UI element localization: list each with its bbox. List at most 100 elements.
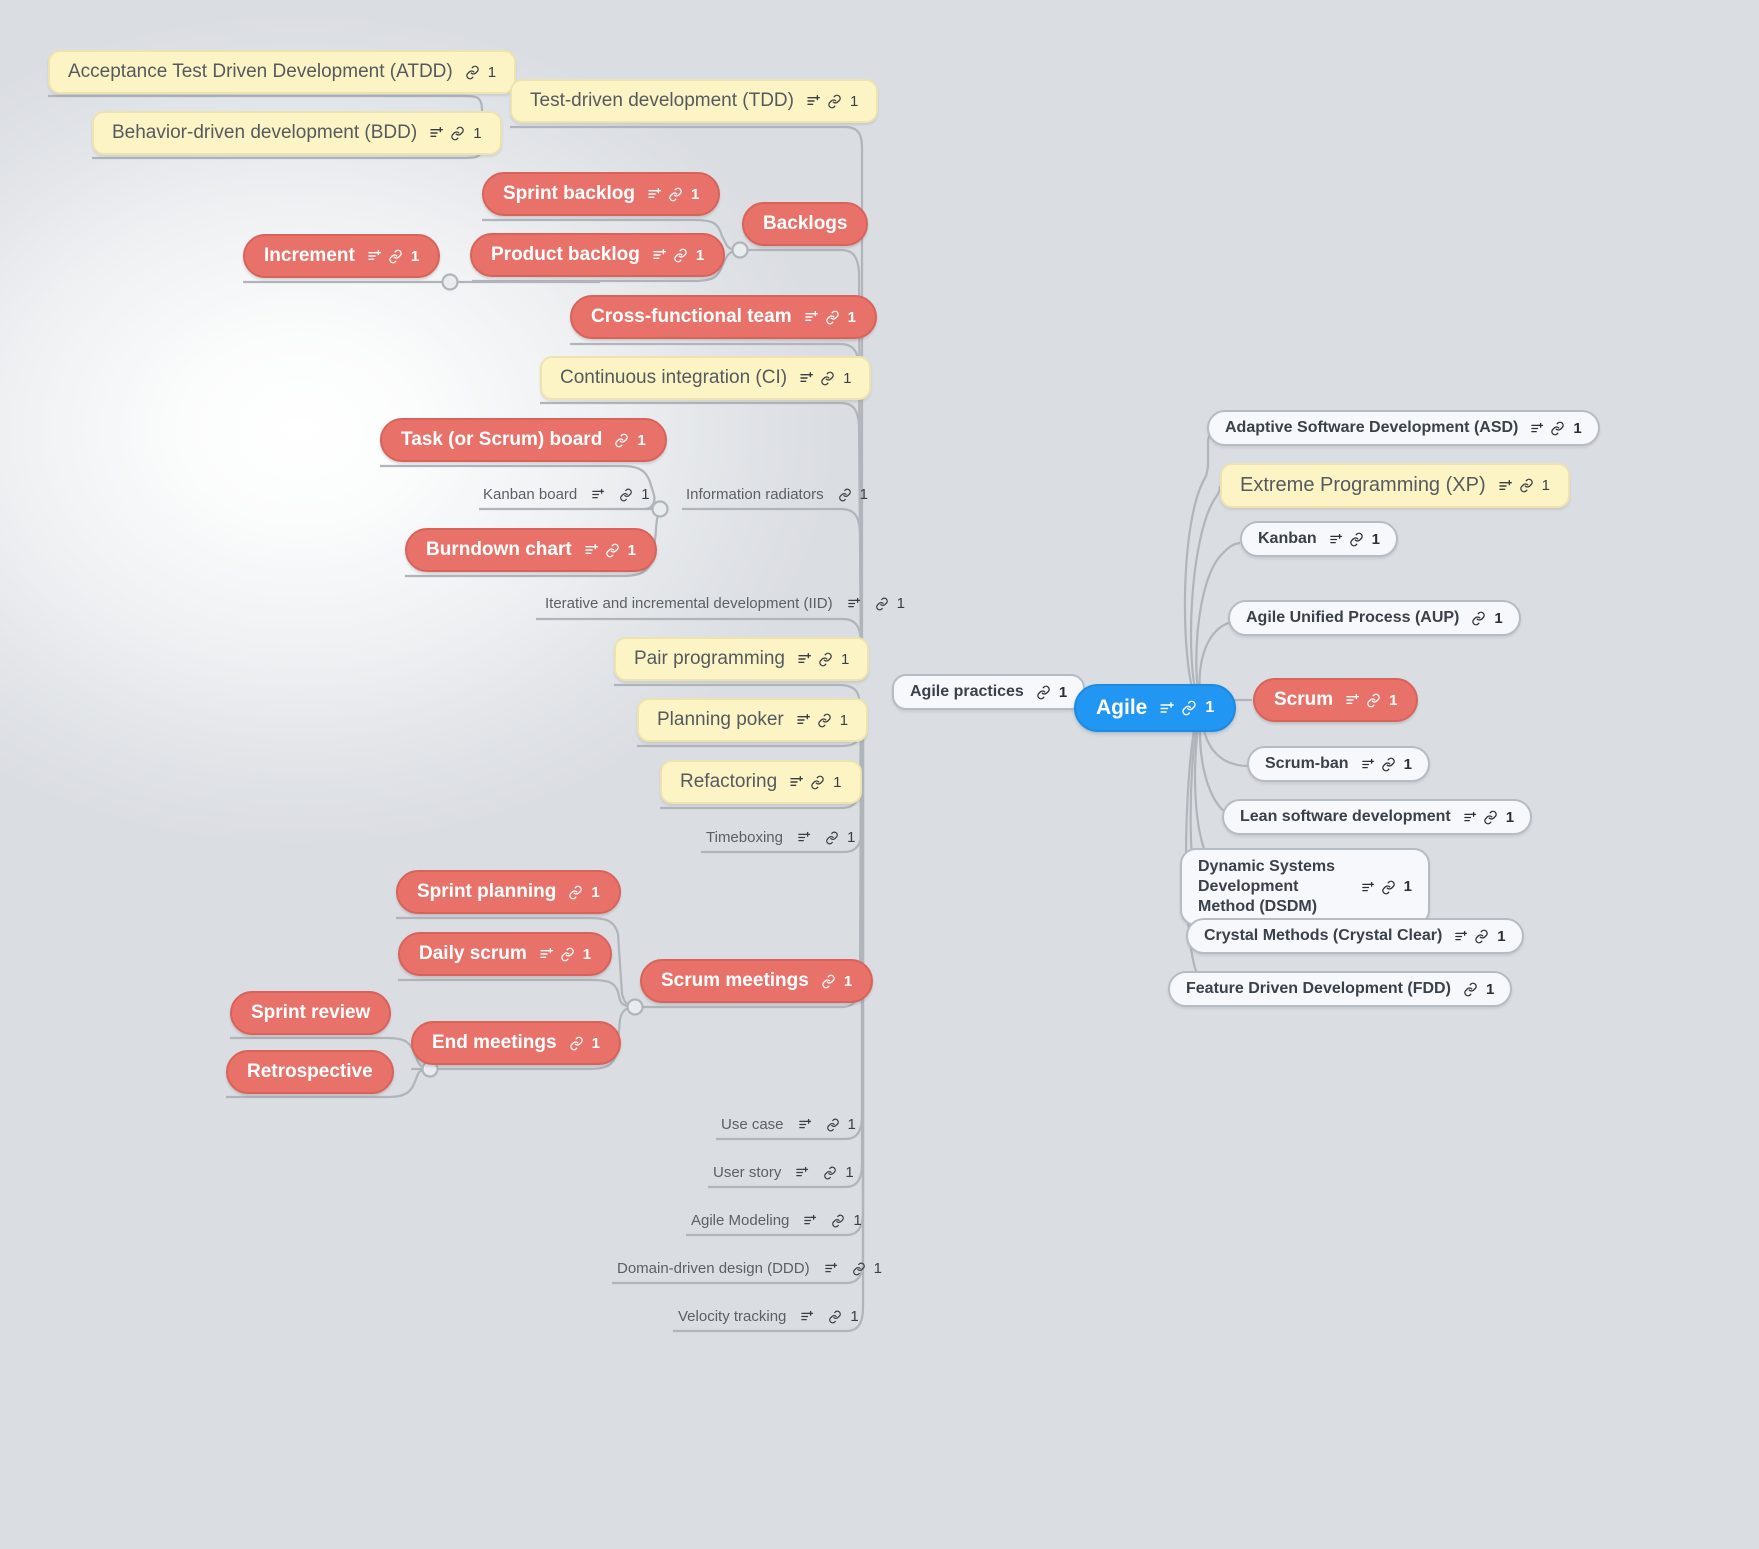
link-icon[interactable] [828, 1310, 842, 1324]
node-dsdm[interactable]: Dynamic Systems Development Method (DSDM… [1180, 848, 1430, 926]
notes-icon[interactable] [799, 370, 815, 386]
link-icon[interactable] [823, 1166, 837, 1180]
link-icon[interactable] [1381, 757, 1396, 772]
link-icon[interactable] [817, 713, 832, 728]
notes-icon[interactable] [1361, 757, 1376, 772]
notes-icon[interactable] [824, 1261, 839, 1276]
link-icon[interactable] [1036, 685, 1051, 700]
notes-icon[interactable] [806, 93, 822, 109]
link-icon[interactable] [673, 248, 688, 263]
notes-icon[interactable] [796, 712, 812, 728]
link-icon[interactable] [605, 543, 620, 558]
link-icon[interactable] [1519, 478, 1534, 493]
node-refactoring[interactable]: Refactoring 1 [660, 760, 862, 804]
notes-icon[interactable] [367, 248, 383, 264]
node-agile-practices[interactable]: Agile practices 1 [892, 674, 1086, 710]
notes-icon[interactable] [1530, 421, 1545, 436]
link-icon[interactable] [1474, 929, 1489, 944]
node-scrum[interactable]: Scrum 1 [1253, 678, 1419, 722]
node-product-backlog[interactable]: Product backlog 1 [470, 233, 726, 277]
node-continuous-integration[interactable]: Continuous integration (CI) 1 [540, 356, 872, 400]
node-backlogs[interactable]: Backlogs [742, 202, 869, 246]
link-icon[interactable] [1550, 421, 1565, 436]
link-icon[interactable] [1381, 880, 1396, 895]
node-ddd[interactable]: Domain-driven design (DDD) 1 [613, 1258, 886, 1282]
link-icon[interactable] [810, 775, 825, 790]
link-icon[interactable] [1463, 982, 1478, 997]
notes-icon[interactable] [647, 186, 663, 202]
link-icon[interactable] [1349, 532, 1364, 547]
link-icon[interactable] [1181, 700, 1197, 716]
node-sprint-backlog[interactable]: Sprint backlog 1 [482, 172, 721, 216]
node-pair-programming[interactable]: Pair programming 1 [614, 637, 870, 681]
link-icon[interactable] [560, 947, 575, 962]
link-icon[interactable] [818, 652, 833, 667]
link-icon[interactable] [825, 310, 840, 325]
link-icon[interactable] [568, 885, 583, 900]
node-kanban-board[interactable]: Kanban board 1 [479, 484, 654, 508]
notes-icon[interactable] [1329, 532, 1344, 547]
node-root-agile[interactable]: Agile 1 [1074, 684, 1237, 732]
node-tdd[interactable]: Test-driven development (TDD) 1 [510, 79, 879, 123]
node-scrum-meetings[interactable]: Scrum meetings 1 [640, 959, 874, 1003]
notes-icon[interactable] [800, 1309, 815, 1324]
node-sprint-review[interactable]: Sprint review [230, 991, 392, 1035]
notes-icon[interactable] [652, 247, 668, 263]
node-crystal[interactable]: Crystal Methods (Crystal Clear) 1 [1186, 918, 1524, 954]
notes-icon[interactable] [797, 651, 813, 667]
node-burndown-chart[interactable]: Burndown chart 1 [405, 528, 658, 572]
notes-icon[interactable] [1463, 810, 1478, 825]
link-icon[interactable] [614, 433, 629, 448]
notes-icon[interactable] [539, 946, 555, 962]
notes-icon[interactable] [803, 1213, 818, 1228]
node-fdd[interactable]: Feature Driven Development (FDD) 1 [1168, 971, 1513, 1007]
node-scrumban[interactable]: Scrum-ban 1 [1247, 746, 1430, 782]
notes-icon[interactable] [429, 125, 445, 141]
link-icon[interactable] [450, 126, 465, 141]
link-icon[interactable] [875, 597, 889, 611]
notes-icon[interactable] [584, 542, 600, 558]
node-aup[interactable]: Agile Unified Process (AUP) 1 [1228, 600, 1521, 636]
node-lean[interactable]: Lean software development 1 [1222, 799, 1533, 835]
node-xp[interactable]: Extreme Programming (XP) 1 [1220, 463, 1570, 508]
link-icon[interactable] [1366, 693, 1381, 708]
node-atdd[interactable]: Acceptance Test Driven Development (ATDD… [48, 50, 517, 94]
node-iid[interactable]: Iterative and incremental development (I… [541, 593, 909, 617]
link-icon[interactable] [827, 94, 842, 109]
node-planning-poker[interactable]: Planning poker 1 [637, 698, 869, 742]
node-cross-functional-team[interactable]: Cross-functional team 1 [570, 295, 877, 339]
node-asd[interactable]: Adaptive Software Development (ASD) 1 [1207, 410, 1600, 446]
link-icon[interactable] [852, 1262, 866, 1276]
link-icon[interactable] [820, 371, 835, 386]
notes-icon[interactable] [1454, 929, 1469, 944]
node-retrospective[interactable]: Retrospective [226, 1050, 394, 1094]
node-task-board[interactable]: Task (or Scrum) board 1 [380, 418, 667, 462]
notes-icon[interactable] [797, 830, 812, 845]
node-increment[interactable]: Increment 1 [243, 234, 441, 278]
node-agile-modeling[interactable]: Agile Modeling 1 [687, 1210, 866, 1234]
notes-icon[interactable] [1345, 692, 1361, 708]
link-icon[interactable] [1483, 810, 1498, 825]
notes-icon[interactable] [795, 1165, 810, 1180]
link-icon[interactable] [668, 187, 683, 202]
notes-icon[interactable] [798, 1117, 813, 1132]
notes-icon[interactable] [789, 774, 805, 790]
node-user-story[interactable]: User story 1 [709, 1162, 858, 1186]
node-daily-scrum[interactable]: Daily scrum 1 [398, 932, 613, 976]
link-icon[interactable] [1471, 611, 1486, 626]
link-icon[interactable] [619, 488, 633, 502]
notes-icon[interactable] [847, 596, 862, 611]
link-icon[interactable] [569, 1036, 584, 1051]
node-timeboxing[interactable]: Timeboxing 1 [702, 827, 859, 851]
node-end-meetings[interactable]: End meetings 1 [411, 1021, 621, 1065]
link-icon[interactable] [825, 831, 839, 845]
notes-icon[interactable] [591, 487, 606, 502]
notes-icon[interactable] [1361, 880, 1376, 895]
node-sprint-planning[interactable]: Sprint planning 1 [396, 870, 621, 914]
link-icon[interactable] [838, 488, 852, 502]
notes-icon[interactable] [1159, 700, 1176, 717]
node-bdd[interactable]: Behavior-driven development (BDD) 1 [92, 111, 502, 155]
node-velocity-tracking[interactable]: Velocity tracking 1 [674, 1306, 863, 1330]
notes-icon[interactable] [804, 309, 820, 325]
link-icon[interactable] [826, 1118, 840, 1132]
